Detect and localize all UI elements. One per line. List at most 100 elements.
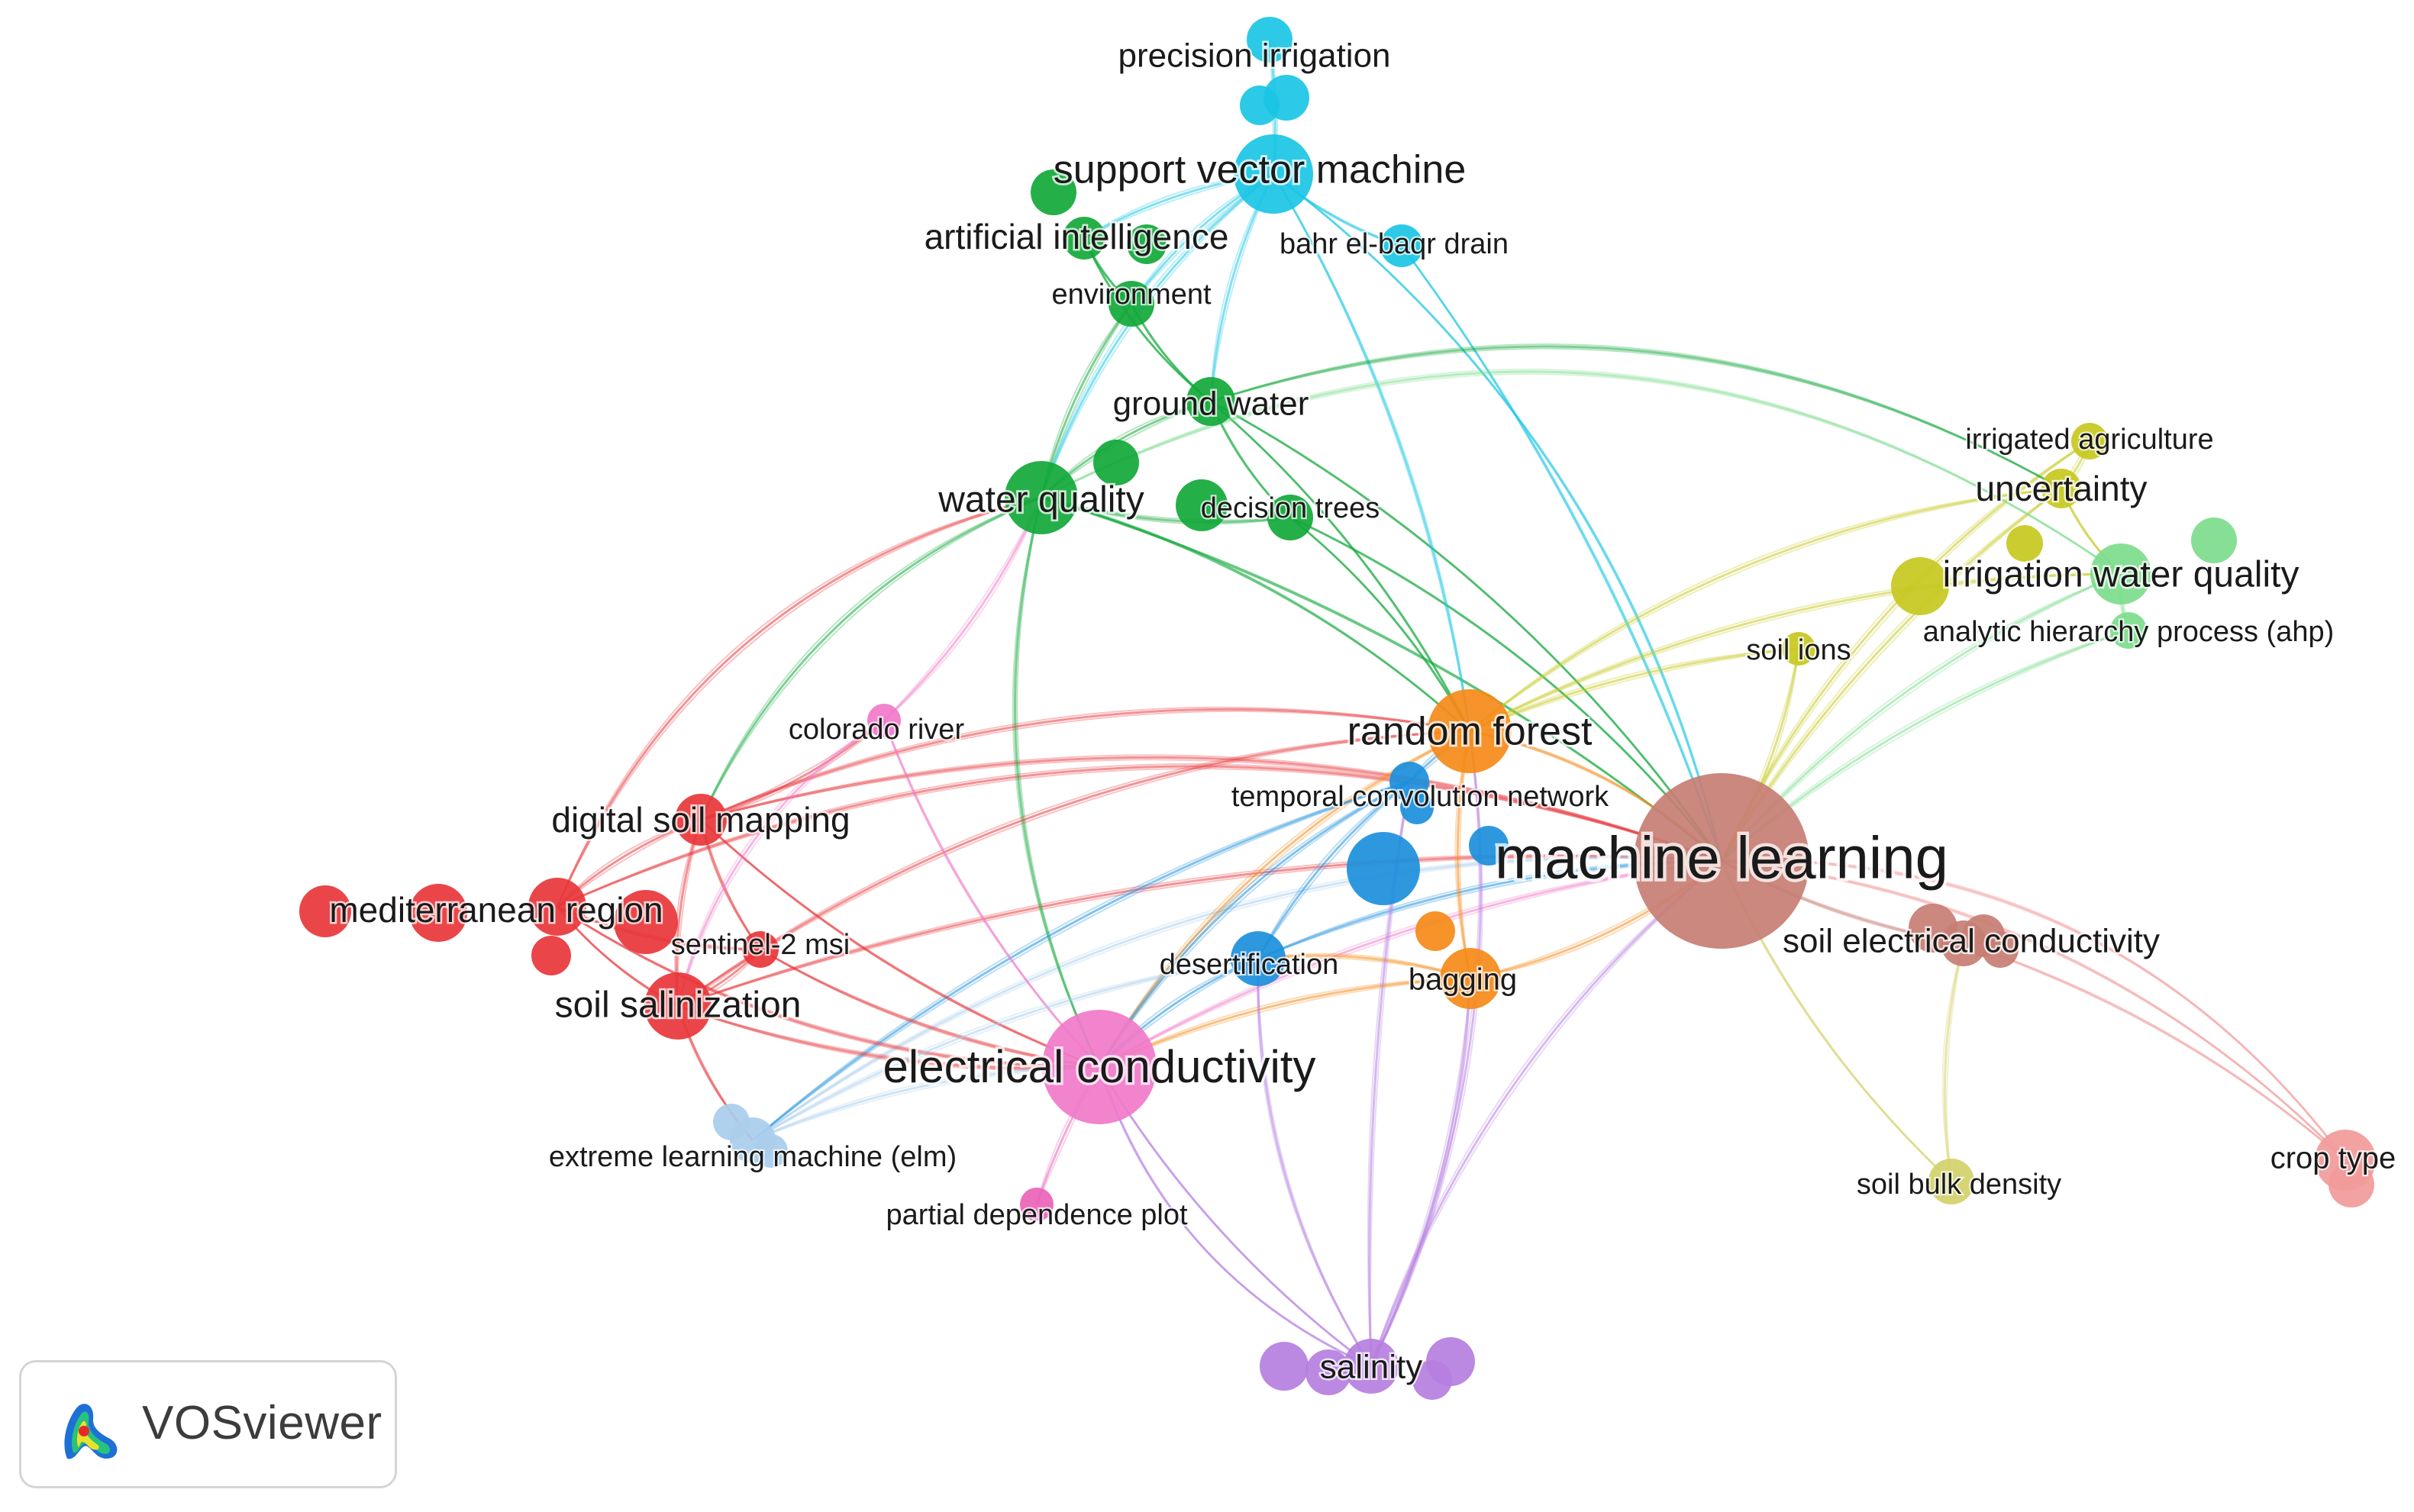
node-crop-type[interactable] xyxy=(2315,1130,2376,1191)
label-electrical-conductivity[interactable]: electrical conductivity xyxy=(880,1039,1318,1095)
satellite-node-3[interactable] xyxy=(1127,224,1167,264)
node-extreme-learning-machine[interactable] xyxy=(730,1117,776,1163)
node-partial-dependence-plot[interactable] xyxy=(1020,1188,1054,1221)
label-uncertainty[interactable]: uncertainty xyxy=(1973,467,2149,511)
label-extreme-learning-machine[interactable]: extreme learning machine (elm) xyxy=(547,1140,959,1175)
label-soil-ions[interactable]: soil ions xyxy=(1744,633,1853,668)
label-irrigation-water-quality[interactable]: irrigation water quality xyxy=(1941,553,2301,597)
label-machine-learning[interactable]: machine learning xyxy=(1492,820,1952,895)
satellite-node-7[interactable] xyxy=(1891,557,1949,615)
edge-colorado-river-water-quality xyxy=(883,497,1043,722)
node-random-forest[interactable] xyxy=(1428,689,1512,773)
edge-water-quality-electrical-conductivity xyxy=(1016,497,1100,1068)
satellite-node-1[interactable] xyxy=(1240,85,1280,125)
label-irrigated-agriculture[interactable]: irrigated agriculture xyxy=(1964,422,2215,457)
node-salinity[interactable] xyxy=(1344,1339,1399,1394)
edge-soil-salinization-random-forest xyxy=(677,730,1470,1007)
label-mediterranean-region[interactable]: mediterranean region xyxy=(328,888,665,932)
label-soil-bulk-density[interactable]: soil bulk density xyxy=(1855,1167,2063,1202)
node-soil-electrical-conductivity[interactable] xyxy=(1941,920,1986,966)
satellite-node-8[interactable] xyxy=(2191,517,2237,563)
satellite-node-12[interactable] xyxy=(1415,911,1455,951)
satellite-node-15[interactable] xyxy=(614,890,678,954)
edge-water-quality-random-forest xyxy=(1041,496,1471,733)
node-water-quality[interactable] xyxy=(1005,461,1078,534)
satellite-node-4[interactable] xyxy=(1093,440,1139,485)
satellite-node-14[interactable] xyxy=(409,884,467,942)
node-electrical-conductivity[interactable] xyxy=(1042,1010,1157,1124)
node-uncertainty[interactable] xyxy=(2041,469,2081,508)
edge-water-quality-digital-soil-mapping xyxy=(700,497,1042,820)
label-ground-water[interactable]: ground water xyxy=(1111,383,1311,424)
label-soil-salinization[interactable]: soil salinization xyxy=(553,983,803,1027)
node-digital-soil-mapping[interactable] xyxy=(675,794,727,846)
edge-desertification-salinity xyxy=(1257,958,1372,1367)
label-artificial-intelligence[interactable]: artificial intelligence xyxy=(922,215,1231,259)
node-temporal-convolution-network[interactable] xyxy=(1389,762,1429,801)
satellite-node-23[interactable] xyxy=(1260,1342,1309,1391)
label-precision-irrigation[interactable]: precision irrigation xyxy=(1116,35,1393,76)
node-ground-water[interactable] xyxy=(1186,377,1235,426)
edge-machine-learning-ground-water xyxy=(1210,400,1723,862)
node-colorado-river[interactable] xyxy=(867,704,901,737)
label-water-quality[interactable]: water quality xyxy=(936,478,1147,522)
label-colorado-river[interactable]: colorado river xyxy=(787,712,967,747)
edge-water-quality-digital-soil-mapping xyxy=(700,497,1042,820)
satellite-node-24[interactable] xyxy=(1305,1349,1351,1395)
node-mediterranean-region[interactable] xyxy=(528,878,586,936)
edge-temporal-convolution-network-electrical-conductivity xyxy=(1099,781,1410,1068)
satellite-node-5[interactable] xyxy=(1176,479,1228,531)
label-bagging[interactable]: bagging xyxy=(1407,961,1519,998)
node-decision-trees[interactable] xyxy=(1267,495,1313,540)
satellite-node-16[interactable] xyxy=(531,936,571,975)
node-precision-irrigation[interactable] xyxy=(1247,17,1293,63)
label-environment[interactable]: environment xyxy=(1050,277,1213,312)
node-support-vector-machine[interactable] xyxy=(1234,134,1313,214)
edge-digital-soil-mapping-random-forest xyxy=(700,710,1470,820)
label-random-forest[interactable]: random forest xyxy=(1345,708,1595,756)
node-irrigated-agriculture[interactable] xyxy=(2071,423,2108,459)
satellite-node-11[interactable] xyxy=(1469,826,1509,866)
label-temporal-convolution-network[interactable]: temporal convolution network xyxy=(1230,779,1611,814)
label-sentinel-2-msi[interactable]: sentinel-2 msi xyxy=(670,927,852,962)
vosviewer-logo-icon xyxy=(64,1404,118,1459)
node-soil-bulk-density[interactable] xyxy=(1928,1159,1974,1204)
node-bagging[interactable] xyxy=(1440,948,1501,1009)
edge-ground-water-uncertainty xyxy=(1210,347,2062,489)
satellite-node-13[interactable] xyxy=(299,885,351,937)
satellite-node-21[interactable] xyxy=(1982,931,2019,968)
node-soil-ions[interactable] xyxy=(1782,632,1815,666)
node-irrigation-water-quality[interactable] xyxy=(2090,543,2151,604)
node-machine-learning[interactable] xyxy=(1634,773,1809,949)
label-decision-trees[interactable]: decision trees xyxy=(1199,491,1382,526)
node-bahr-el-baqr-drain[interactable] xyxy=(1380,224,1423,267)
label-analytic-hierarchy-process[interactable]: analytic hierarchy process (ahp) xyxy=(1922,614,2336,650)
satellite-node-26[interactable] xyxy=(1412,1360,1452,1400)
edge-machine-learning-crop-type xyxy=(1721,859,2347,1162)
edge-random-forest-irrigation-water-quality xyxy=(1469,572,2122,733)
edge-digital-soil-mapping-electrical-conductivity xyxy=(700,819,1100,1068)
node-sentinel-2-msi[interactable] xyxy=(742,931,779,968)
satellite-node-10[interactable] xyxy=(1347,832,1420,905)
label-digital-soil-mapping[interactable]: digital soil mapping xyxy=(550,798,852,842)
node-environment[interactable] xyxy=(1109,281,1154,327)
edge-machine-learning-electrical-conductivity xyxy=(1099,860,1722,1068)
edge-machine-learning-extreme-learning-machine xyxy=(752,856,1722,1142)
edge-machine-learning-support-vector-machine xyxy=(1273,172,1723,862)
label-salinity[interactable]: salinity xyxy=(1318,1346,1424,1388)
node-artificial-intelligence[interactable] xyxy=(1063,217,1105,260)
label-soil-electrical-conductivity[interactable]: soil electrical conductivity xyxy=(1781,920,2162,962)
label-partial-dependence-plot[interactable]: partial dependence plot xyxy=(884,1198,1189,1233)
label-bahr-el-baqr-drain[interactable]: bahr el-baqr drain xyxy=(1278,227,1510,262)
label-support-vector-machine[interactable]: support vector machine xyxy=(1051,146,1468,195)
satellite-node-2[interactable] xyxy=(1031,169,1076,215)
label-crop-type[interactable]: crop type xyxy=(2269,1140,2398,1176)
node-soil-salinization[interactable] xyxy=(644,972,712,1040)
satellite-node-6[interactable] xyxy=(2006,525,2043,562)
edge-temporal-convolution-network-electrical-conductivity xyxy=(1099,781,1410,1068)
edge-water-quality-electrical-conductivity xyxy=(1013,497,1101,1068)
node-analytic-hierarchy-process[interactable] xyxy=(2110,612,2147,649)
node-desertification[interactable] xyxy=(1231,931,1286,986)
label-desertification[interactable]: desertification xyxy=(1158,947,1341,982)
